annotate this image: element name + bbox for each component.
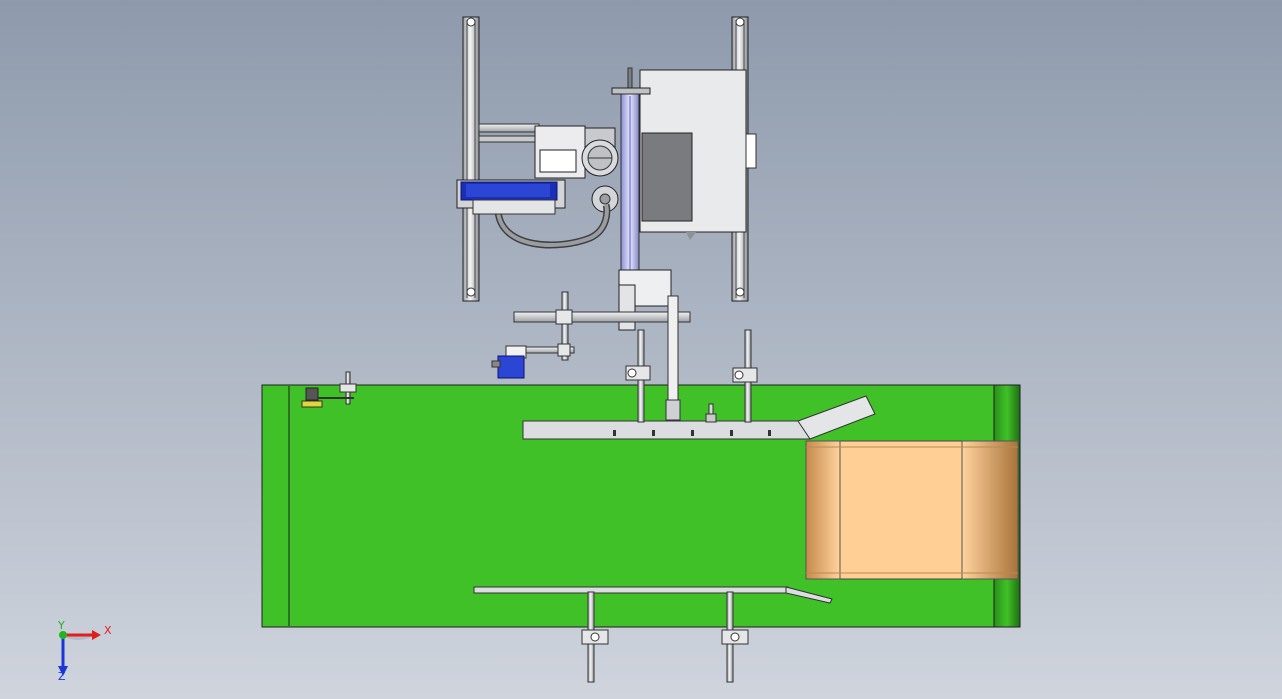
lower-guide-rail <box>473 586 833 604</box>
y-axis-marker <box>59 631 67 639</box>
upper-rail-flare <box>797 395 876 440</box>
sensor-motor <box>497 355 525 379</box>
lower-posts <box>581 591 749 683</box>
left-frame-column <box>462 16 480 302</box>
upper-arm <box>478 123 540 133</box>
center-probe <box>705 403 717 423</box>
x-arrow-head <box>92 630 101 640</box>
vertical-strut <box>667 295 679 403</box>
x-axis-label: X <box>104 624 112 637</box>
axis-triad: X Y Z <box>57 619 112 683</box>
z-arrow-head <box>58 666 68 676</box>
labeler-machine <box>456 16 757 421</box>
upper-rail-bar <box>522 420 811 440</box>
belt-sensor <box>301 371 357 408</box>
carton-box <box>805 440 1019 580</box>
y-axis-label: Y <box>57 619 65 632</box>
z-axis-label: Z <box>58 670 66 683</box>
housing-handle <box>745 133 757 169</box>
lower-rail-flare <box>785 586 833 604</box>
lower-rail-bar <box>473 586 789 594</box>
upper-guide-rail <box>522 395 876 440</box>
box-right-flap <box>961 440 1019 580</box>
crossbar <box>513 311 691 323</box>
box-left-flap <box>805 440 841 580</box>
housing-panel <box>641 132 693 222</box>
upper-posts <box>625 329 758 423</box>
